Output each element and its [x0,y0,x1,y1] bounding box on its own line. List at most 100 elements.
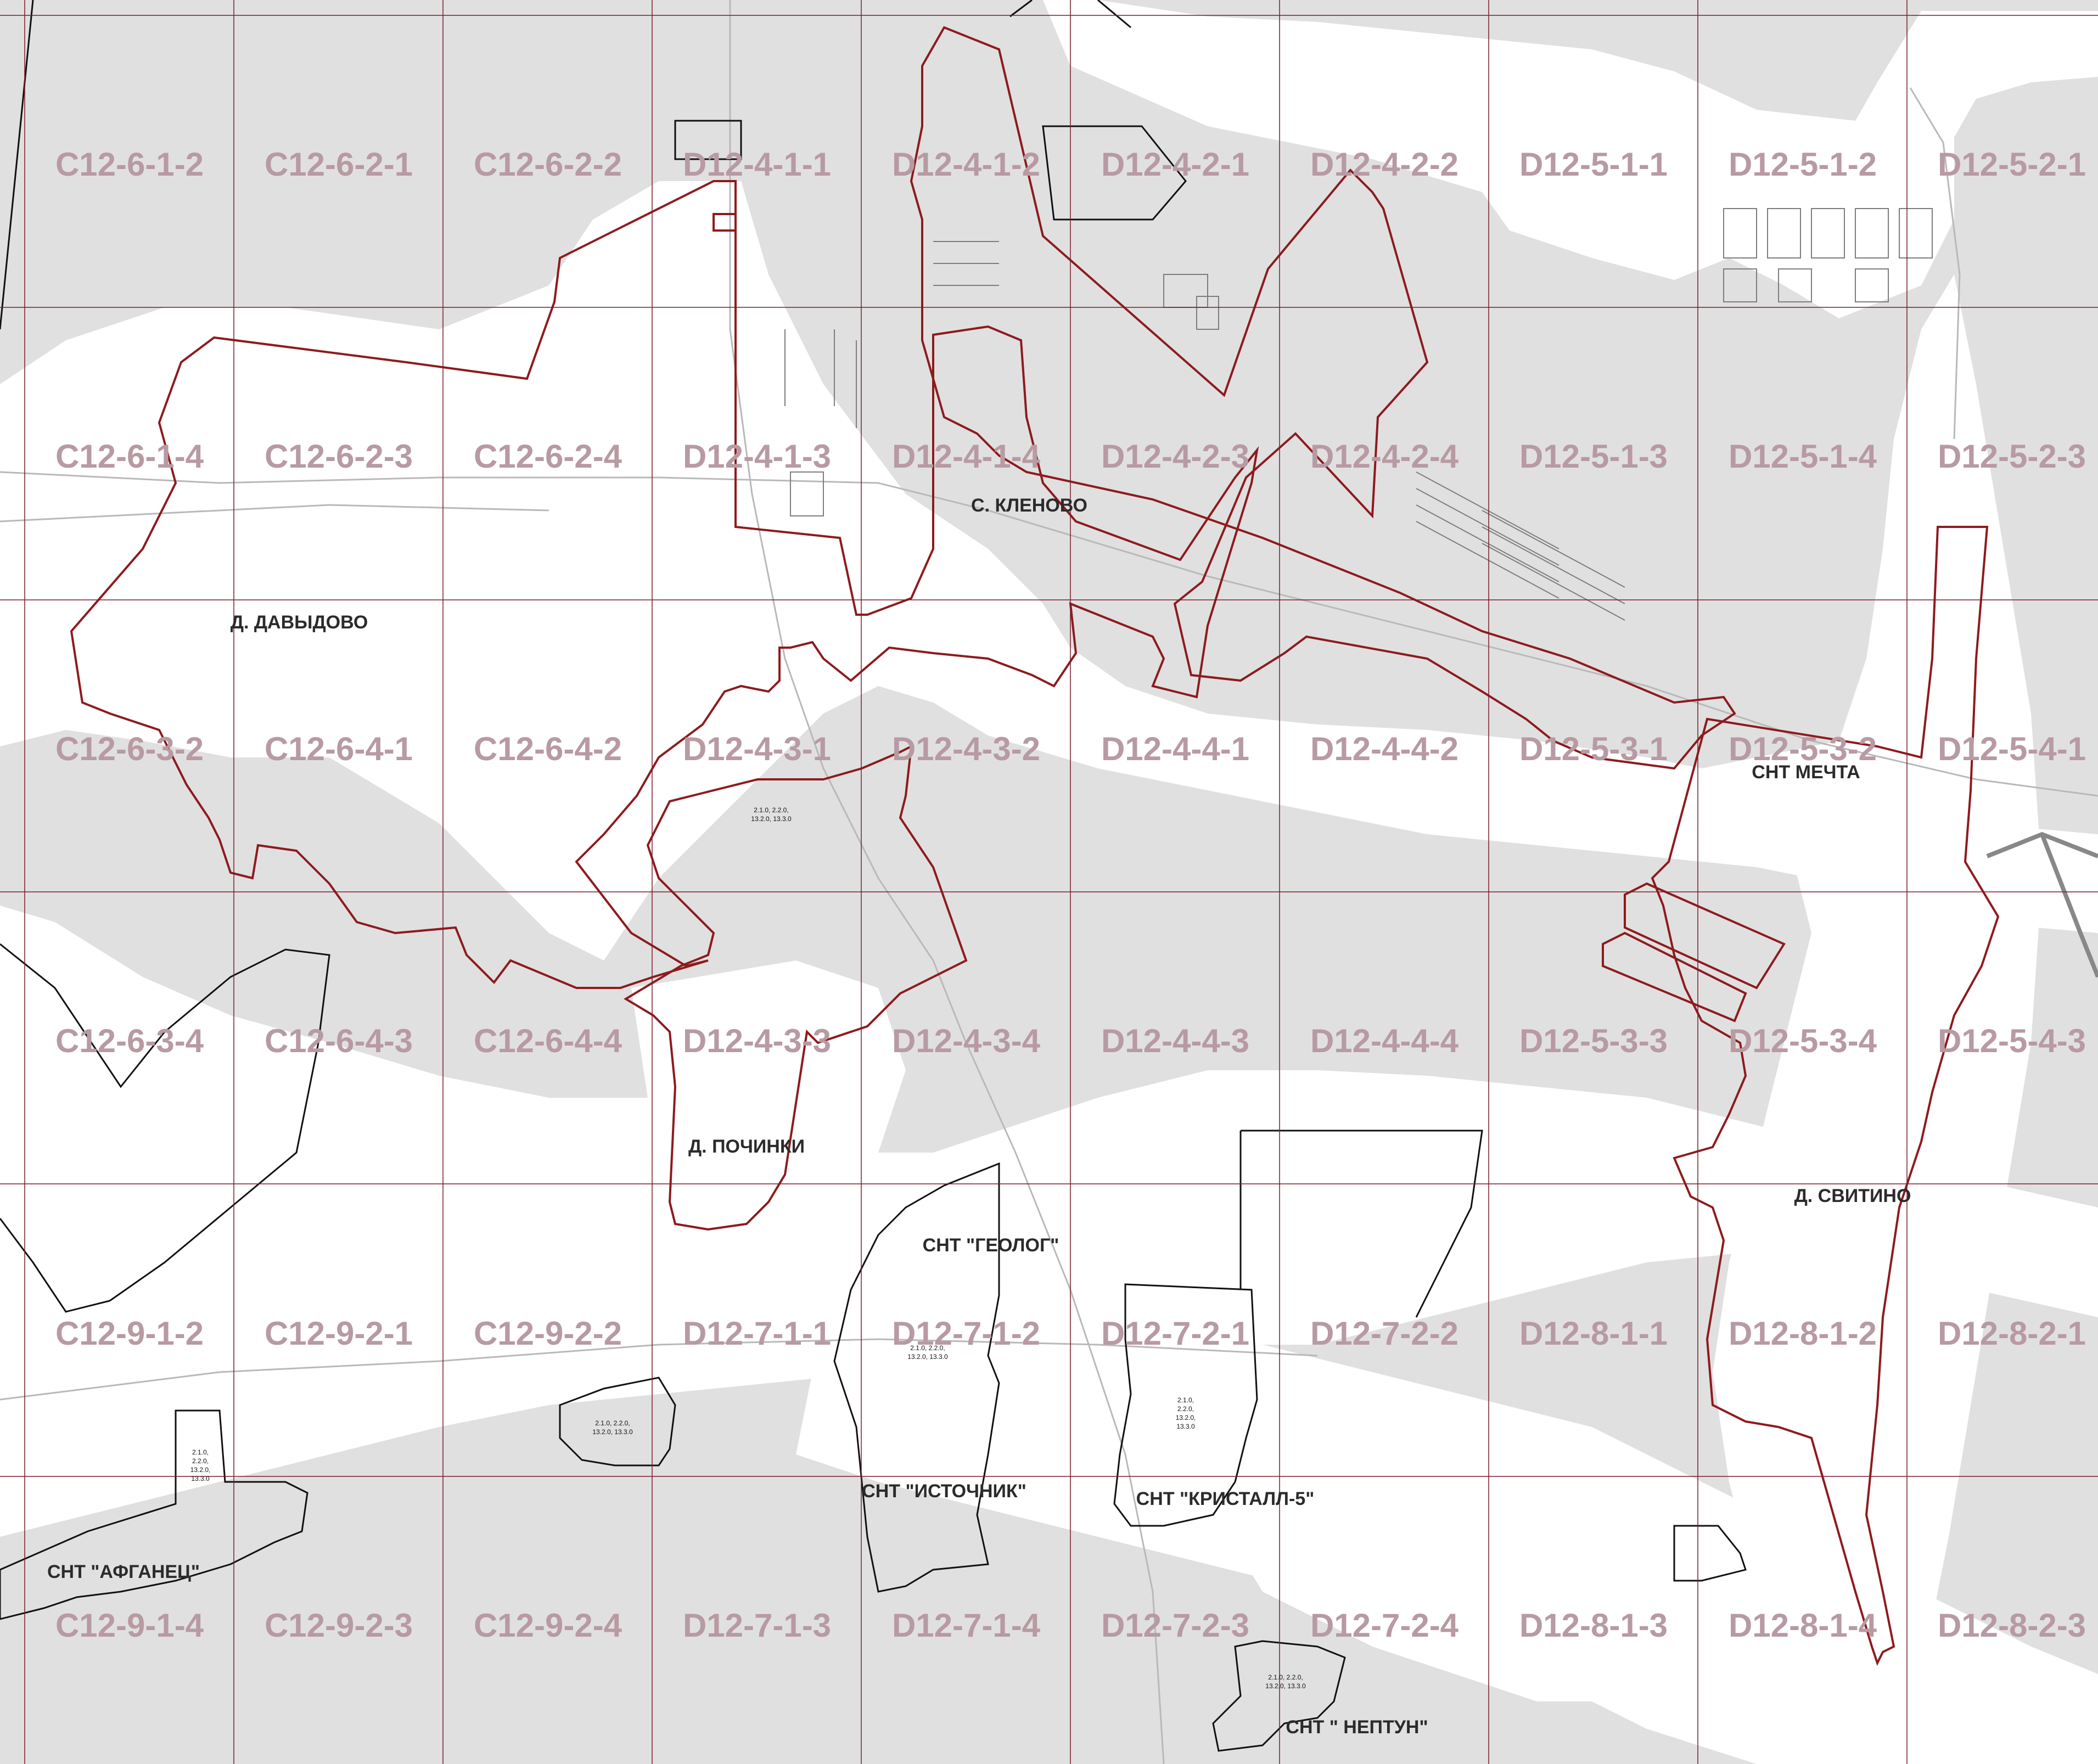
tile-label: C12-6-2-4 [474,438,622,475]
boundary-north-top [1009,0,1131,29]
tile-label: C12-9-2-4 [474,1607,622,1644]
zone-code: 13.2.0, 13.3.0 [907,1353,948,1361]
zone-code: 2.1.0, 2.2.0, [910,1344,945,1352]
tile-label: D12-5-1-4 [1729,438,1877,475]
tile-label: D12-7-1-1 [683,1315,831,1352]
settlement-boundaries [70,26,2000,1666]
zone-code: 2.1.0, 2.2.0, [595,1419,630,1427]
tile-label: D12-4-4-2 [1310,731,1458,767]
tile-label: D12-4-3-3 [683,1023,831,1059]
zone-code: 2.2.0, [1177,1405,1194,1413]
tile-label: C12-6-3-4 [55,1023,204,1059]
tile-label: D12-7-2-4 [1310,1607,1459,1644]
place-label-pochinki: Д. ПОЧИНКИ [688,1136,805,1157]
zone-code: 2.1.0, [192,1448,209,1456]
tile-label: C12-6-4-1 [265,731,413,767]
tile-label: C12-9-2-2 [474,1315,622,1352]
place-label-istochnik: СНТ "ИСТОЧНИК" [862,1481,1026,1502]
zone-code: 2.1.0, 2.2.0, [754,806,788,814]
tile-label: D12-8-1-2 [1729,1315,1877,1352]
tile-label: D12-4-4-1 [1101,731,1249,767]
boundary-geolog [833,1162,1000,1593]
boundary-neptun [1212,1640,1346,1752]
tile-label: D12-5-2-3 [1938,438,2086,475]
place-label-kristall: СНТ "КРИСТАЛЛ-5" [1136,1488,1315,1509]
tile-label: D12-5-3-2 [1729,731,1877,767]
boundary-davydovo [70,180,1259,989]
tile-label: D12-7-2-3 [1101,1607,1249,1644]
place-label-geolog: СНТ "ГЕОЛОГ" [923,1235,1059,1256]
tile-label: D12-4-2-3 [1101,438,1249,475]
boundary-east [1239,1130,1483,1318]
boundary-small-a [1624,882,1786,990]
tile-label: D12-5-3-3 [1519,1023,1668,1059]
boundary-small-b [1602,931,1747,1023]
place-label-mechta: СНТ МЕЧТА [1752,762,1860,783]
tile-label: D12-5-1-3 [1519,438,1668,475]
zone-code: 13.3.0 [1176,1423,1195,1430]
boundary-parcel [713,213,737,232]
zone-code: 13.2.0, 13.3.0 [1265,1682,1306,1690]
tile-label: D12-4-2-4 [1310,438,1459,475]
tile-label: C12-6-2-2 [474,146,622,183]
zone-code: 13.2.0, 13.3.0 [751,815,792,823]
tile-label: D12-4-1-3 [683,438,831,475]
boundary-west [0,943,330,1313]
snt-boundaries [0,0,1747,1752]
tile-label: C12-6-4-2 [474,731,622,767]
zone-code: 13.2.0, [1176,1414,1196,1422]
place-label-davydovo: Д. ДАВЫДОВО [231,612,368,633]
tile-label: D12-8-1-3 [1519,1607,1668,1644]
tile-label: D12-5-4-1 [1938,731,2086,767]
tile-label: C12-6-2-1 [265,146,413,183]
place-label-neptun: СНТ " НЕПТУН" [1286,1717,1428,1738]
place-label-svitino: Д. СВИТИНО [1794,1186,1911,1206]
tile-label: C12-9-1-4 [55,1607,204,1644]
tile-label: D12-8-2-1 [1938,1315,2086,1352]
zone-code: 13.3.0 [191,1475,210,1482]
zone-code: 13.2.0, 13.3.0 [592,1428,633,1436]
tile-label: D12-7-1-2 [892,1315,1040,1352]
tile-labels: C12-6-1-2 C12-6-2-1 C12-6-2-2 D12-4-1-1 … [55,146,2086,1644]
tile-label: D12-4-3-2 [892,731,1040,767]
tile-label: D12-7-2-2 [1310,1315,1458,1352]
tile-label: C12-6-1-4 [55,438,204,475]
boundary-pochinki [624,744,968,1231]
tile-label: D12-4-3-4 [892,1023,1041,1059]
tile-label: D12-5-1-2 [1729,146,1877,183]
tile-label: D12-5-3-4 [1729,1023,1877,1059]
boundary-north-parcel [674,120,742,160]
tile-label: C12-9-1-2 [55,1315,204,1352]
tile-label: D12-7-1-4 [892,1607,1041,1644]
tile-label: C12-6-4-4 [474,1023,622,1059]
tile-label: D12-8-1-1 [1519,1315,1668,1352]
zone-code: 2.1.0, 2.2.0, [1268,1673,1303,1681]
boundary-snt-small [1673,1525,1747,1582]
tile-label: D12-7-2-1 [1101,1315,1249,1352]
tile-label: D12-4-1-4 [892,438,1041,475]
tile-label: D12-4-1-2 [892,146,1040,183]
zone-labels: 2.1.0, 2.2.0, 13.2.0, 13.3.0 2.1.0, 2.2.… [190,806,1306,1690]
tile-label: D12-7-1-3 [683,1607,831,1644]
tile-label: D12-4-2-2 [1310,146,1458,183]
tile-label: C12-6-3-2 [55,731,204,767]
boundary-northwest [0,0,34,330]
boundary-north-ne [1042,125,1187,221]
tile-label: D12-8-1-4 [1729,1607,1877,1644]
tile-label: D12-4-2-1 [1101,146,1249,183]
tile-label: D12-4-1-1 [683,146,831,183]
place-label-afganets: СНТ "АФГАНЕЦ" [47,1561,200,1582]
tile-label: D12-4-3-1 [683,731,831,767]
place-labels: С. КЛЕНОВО Д. ДАВЫДОВО Д. ПОЧИНКИ СНТ МЕ… [47,495,1911,1738]
zone-code: 2.2.0, [192,1457,209,1465]
zone-code: 2.1.0, [1177,1396,1194,1404]
tile-label: C12-6-4-3 [265,1023,413,1059]
boundary-klenovo-ne [910,26,1736,770]
tile-label: C12-6-1-2 [55,146,204,183]
tile-label: D12-8-2-3 [1938,1607,2086,1644]
tile-label: C12-6-2-3 [265,438,413,475]
